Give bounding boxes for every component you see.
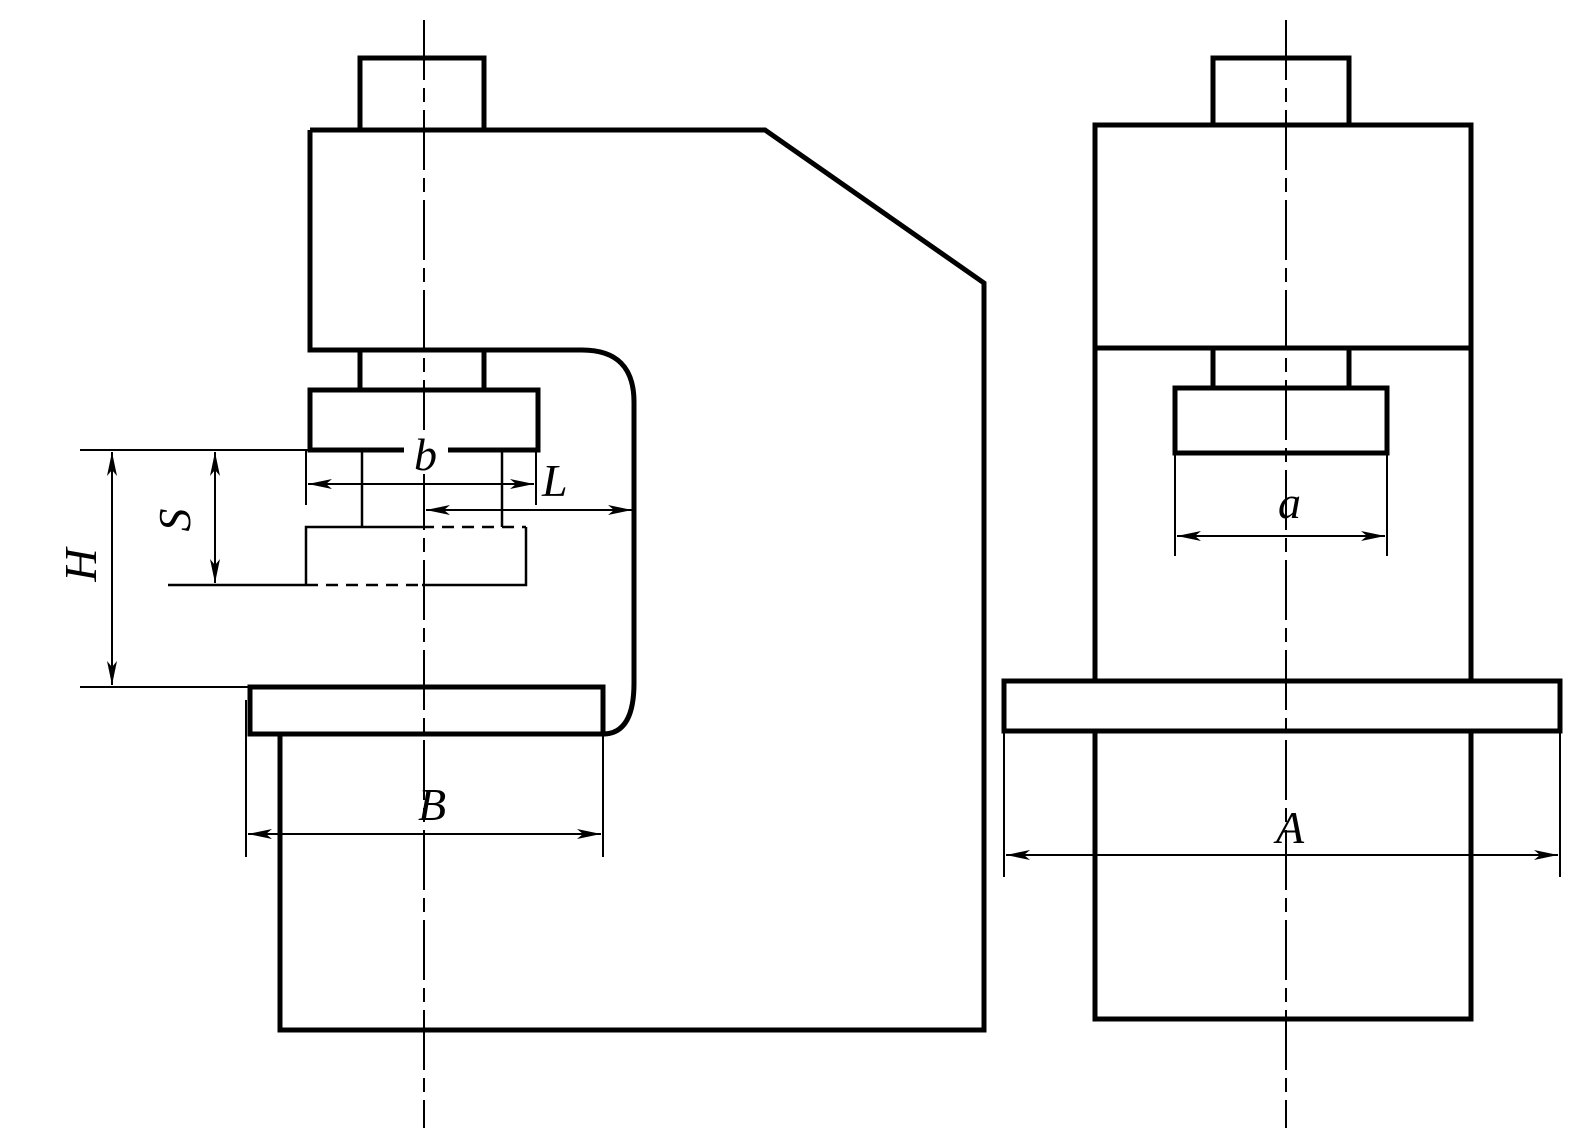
label-S: S xyxy=(149,509,200,532)
front-columns xyxy=(1092,348,1474,681)
label-b: b xyxy=(414,429,437,480)
label-A: A xyxy=(1273,802,1305,853)
side-hidden-lines xyxy=(306,525,526,587)
front-extension-lines xyxy=(1003,453,1561,877)
front-ram-neck xyxy=(1210,348,1352,388)
side-extension-lines xyxy=(80,449,604,857)
label-L: L xyxy=(541,455,568,506)
front-base xyxy=(1092,731,1474,1022)
side-bolster-plate xyxy=(247,684,606,737)
front-bolster-plate xyxy=(1001,678,1563,734)
side-view: b L S H B xyxy=(55,20,987,1128)
side-lower-die xyxy=(168,525,528,587)
label-B: B xyxy=(418,779,446,830)
front-view: a A xyxy=(1001,20,1563,1128)
side-ram-neck xyxy=(357,350,487,390)
front-top-screw-block xyxy=(1210,55,1352,128)
front-ram-plate xyxy=(1172,385,1390,456)
label-H: H xyxy=(55,546,106,583)
front-upper-frame xyxy=(1092,122,1474,351)
label-a: a xyxy=(1278,477,1301,528)
side-c-frame-body xyxy=(277,127,987,1033)
side-top-screw-block xyxy=(357,55,487,133)
